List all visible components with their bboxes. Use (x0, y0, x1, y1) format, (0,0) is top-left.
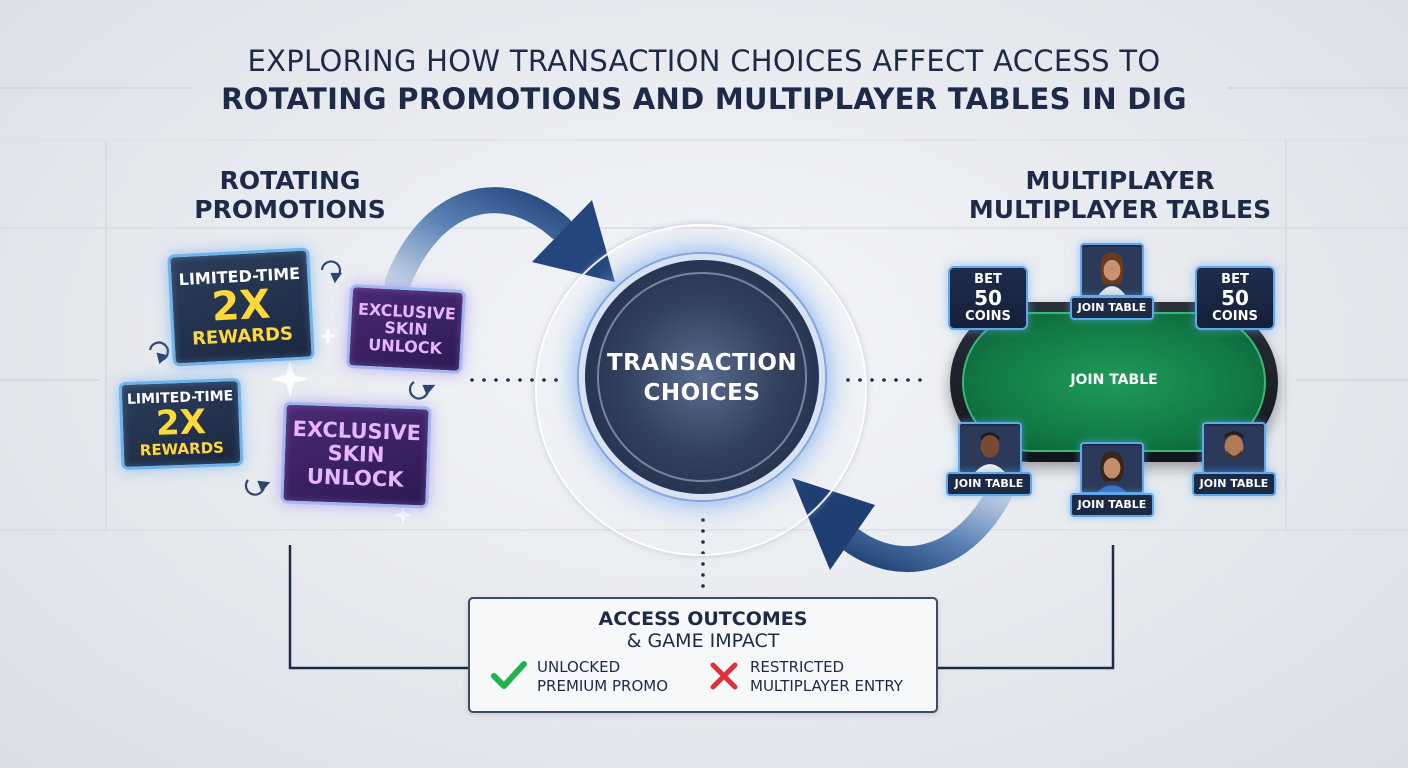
promotions-heading: ROTATING PROMOTIONS (194, 166, 386, 224)
person-avatar-icon (1082, 445, 1142, 492)
seat-join-button-right[interactable]: JOIN TABLE (1192, 472, 1276, 496)
center-inner-ring (597, 272, 807, 482)
promo-card-2x-rewards[interactable]: LIMITED-TIME 2X REWARDS (167, 247, 315, 367)
seat-avatar-right (1202, 422, 1266, 474)
title-line-1: EXPLORING HOW TRANSACTION CHOICES AFFECT… (247, 44, 1161, 78)
promo-card-exclusive-skin-small[interactable]: EXCLUSIVE SKIN UNLOCK (345, 284, 467, 374)
promo-card-exclusive-skin[interactable]: EXCLUSIVE SKIN UNLOCK (280, 401, 432, 509)
access-outcomes-panel (468, 597, 938, 713)
center-outer-ring (535, 224, 867, 556)
person-avatar-icon (1204, 425, 1264, 472)
person-avatar-icon (1082, 246, 1142, 295)
check-icon (491, 661, 527, 689)
refresh-arrows-icon (148, 260, 436, 496)
arrow-to-center (385, 187, 615, 295)
table-join-label: JOIN TABLE (1070, 372, 1158, 388)
bet-badge-right: BET 50 COINS (1195, 266, 1275, 330)
bet-badge-left: BET 50 COINS (948, 266, 1028, 330)
outcomes-subtitle: & GAME IMPACT (626, 630, 780, 652)
promo-card-2x-rewards-small[interactable]: LIMITED-TIME 2X REWARDS (118, 377, 244, 471)
cross-icon (710, 662, 738, 690)
transaction-choices-label: TRANSACTION CHOICES (606, 350, 798, 406)
seat-join-button-bottom[interactable]: JOIN TABLE (1070, 493, 1154, 517)
outcome-restricted: RESTRICTED MULTIPLAYER ENTRY (750, 658, 903, 695)
outcome-unlocked: UNLOCKED PREMIUM PROMO (537, 658, 669, 695)
person-avatar-icon (960, 425, 1020, 472)
outcomes-title: ACCESS OUTCOMES (598, 608, 808, 630)
sparkle-icon (271, 326, 412, 524)
seat-join-button-top[interactable]: JOIN TABLE (1070, 296, 1154, 320)
seat-avatar-top (1080, 243, 1144, 297)
seat-avatar-left (958, 422, 1022, 474)
title-line-2: ROTATING PROMOTIONS AND MULTIPLAYER TABL… (221, 82, 1187, 116)
multiplayer-heading: MULTIPLAYER MULTIPLAYER TABLES (968, 166, 1272, 224)
seat-avatar-bottom (1080, 442, 1144, 494)
seat-join-button-left[interactable]: JOIN TABLE (946, 472, 1032, 496)
